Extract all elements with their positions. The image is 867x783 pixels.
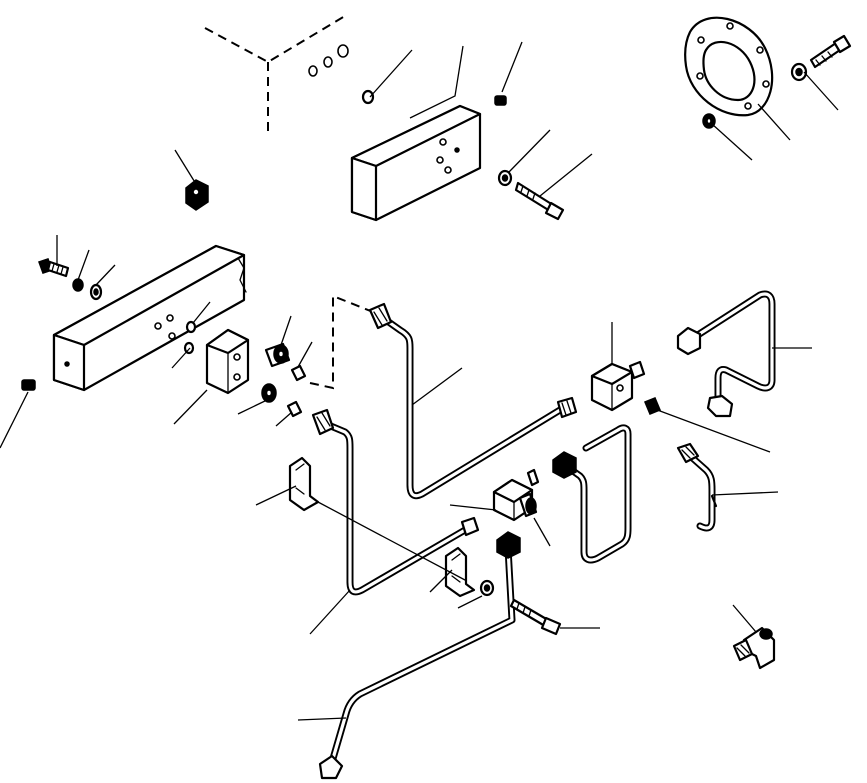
bolt-flange: [790, 34, 852, 82]
hydraulic-tube-bottom: [318, 531, 521, 780]
bolt-bottom-center: [479, 579, 562, 636]
hydraulic-tube-u-right: [676, 442, 718, 532]
phantom-line-mid: [309, 294, 374, 390]
o-ring-upper: [361, 89, 375, 105]
clamp-lower: [444, 546, 476, 598]
manifold-block-lower: [52, 244, 247, 392]
bolt-upper: [497, 169, 565, 221]
hydraulic-tube-curved: [311, 408, 480, 596]
hydraulic-tube-u-left: [552, 424, 632, 564]
junction-block-small: [590, 360, 646, 412]
hydraulic-tube-long: [368, 302, 578, 500]
elbow-fitting: [732, 626, 776, 670]
callout-leaders: [0, 41, 839, 721]
adapter-upper: [264, 342, 307, 382]
plug-right: [644, 397, 661, 415]
hydraulic-tube-offset: [676, 290, 776, 418]
nut-small: [185, 179, 209, 211]
plug-lower-left: [21, 379, 36, 391]
phantom-frame-upper: [204, 15, 346, 132]
junction-block-left: [205, 328, 250, 395]
manifold-block-upper: [350, 104, 482, 222]
bolt-lower-left: [38, 258, 103, 301]
plug-upper: [494, 95, 507, 106]
clamp-upper: [288, 456, 320, 512]
flange-plate: [684, 16, 774, 117]
clamp-axis-line: [317, 501, 466, 581]
adapter-lower: [261, 383, 303, 418]
o-rings-upper: [308, 44, 349, 77]
washer-flange: [702, 113, 716, 129]
tee-fitting: [492, 468, 540, 522]
